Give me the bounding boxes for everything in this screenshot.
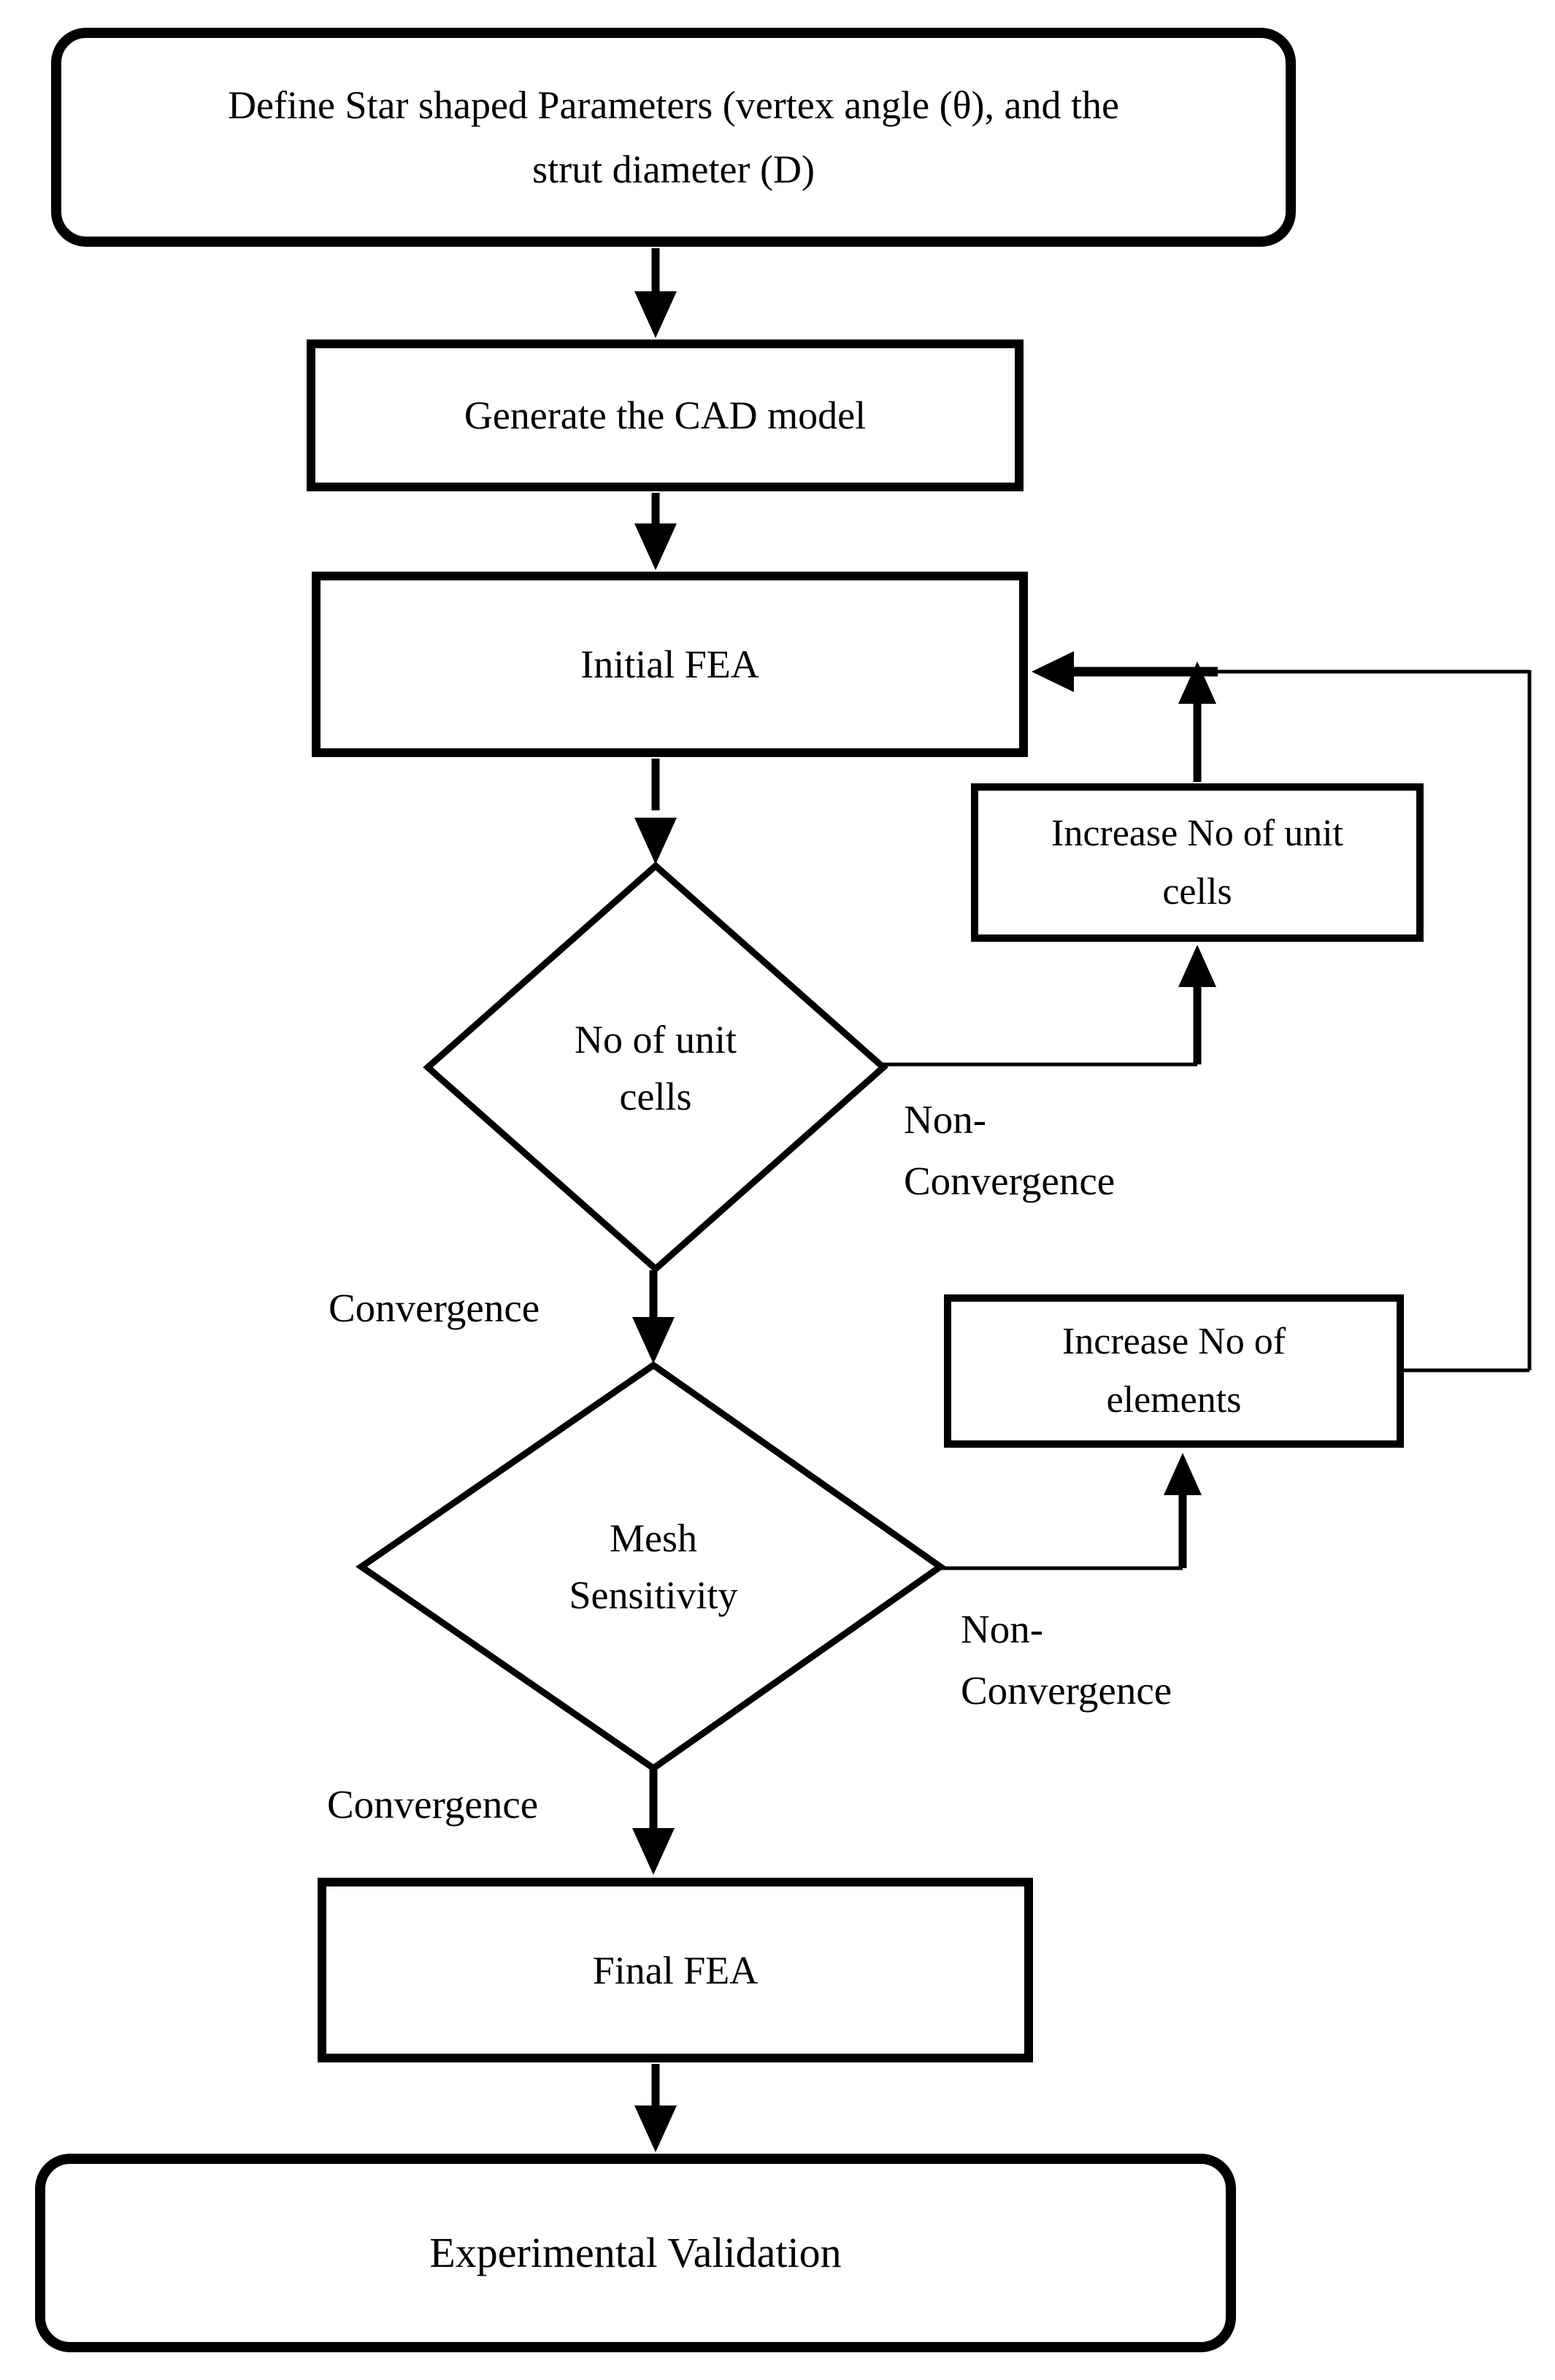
label-non-convergence-mesh-line2: Convergence <box>961 1668 1172 1713</box>
label-convergence-mesh: Convergence <box>327 1782 539 1827</box>
increase-unit-cells-line2: cells <box>1162 870 1232 913</box>
node-increase-elements: Increase No of elements <box>944 1294 1404 1448</box>
node-start-line1: Define Star shaped Parameters (vertex an… <box>228 83 1119 127</box>
node-initial-fea-label: Initial FEA <box>580 642 759 686</box>
node-final-fea: Final FEA <box>318 1878 1033 2062</box>
node-mesh-decision-label: Mesh Sensitivity <box>471 1510 836 1624</box>
mesh-decision-line1: Mesh <box>610 1516 697 1560</box>
node-final-fea-label: Final FEA <box>592 1948 759 1992</box>
label-non-convergence-unit-cells-line2: Convergence <box>904 1159 1116 1203</box>
label-non-convergence-mesh-line1: Non- <box>961 1607 1044 1651</box>
arrowhead-into-increase-elements <box>1164 1453 1202 1495</box>
label-non-convergence-unit-cells: Non- Convergence <box>904 1089 1115 1212</box>
diamond-mesh-sensitivity-shape <box>356 1361 946 1773</box>
unit-cells-decision-line1: No of unit <box>575 1018 737 1062</box>
arrowhead-cad-to-fea <box>634 523 677 570</box>
unit-cells-decision-line2: cells <box>619 1075 692 1118</box>
arrowhead-into-increase-unit-cells <box>1178 945 1216 987</box>
increase-elements-line1: Increase No of <box>1061 1321 1286 1362</box>
increase-unit-cells-line1: Increase No of unit <box>1051 812 1343 854</box>
node-generate-cad-label: Generate the CAD model <box>464 394 867 437</box>
arrowhead-mesh-decision-to-final <box>632 1828 675 1875</box>
mesh-decision-line2: Sensitivity <box>569 1573 738 1617</box>
arrowhead-start-to-cad <box>634 291 677 338</box>
node-end: Experimental Validation <box>35 2154 1236 2352</box>
label-convergence-unit-cells: Convergence <box>329 1286 540 1330</box>
arrowhead-into-initial-fea <box>1032 651 1074 692</box>
node-end-label: Experimental Validation <box>429 2229 842 2276</box>
node-increase-unit-cells: Increase No of unit cells <box>971 783 1424 942</box>
node-start-line2: strut diameter (D) <box>532 147 815 191</box>
increase-elements-line2: elements <box>1106 1379 1242 1421</box>
node-start: Define Star shaped Parameters (vertex an… <box>51 28 1296 247</box>
label-non-convergence-mesh: Non- Convergence <box>961 1599 1172 1721</box>
label-non-convergence-unit-cells-line1: Non- <box>904 1097 987 1142</box>
arrowhead-final-to-end <box>634 2105 677 2152</box>
arrowhead-unit-decision-to-mesh-decision <box>632 1317 675 1364</box>
diamond-unit-cells-shape <box>423 861 888 1274</box>
node-initial-fea: Initial FEA <box>312 572 1028 757</box>
arrowhead-increase-unit-cells-up <box>1178 661 1216 704</box>
node-generate-cad: Generate the CAD model <box>307 339 1024 491</box>
node-unit-cells-decision-label: No of unit cells <box>473 1011 838 1125</box>
arrowhead-fea-to-unit-decision <box>634 818 677 864</box>
